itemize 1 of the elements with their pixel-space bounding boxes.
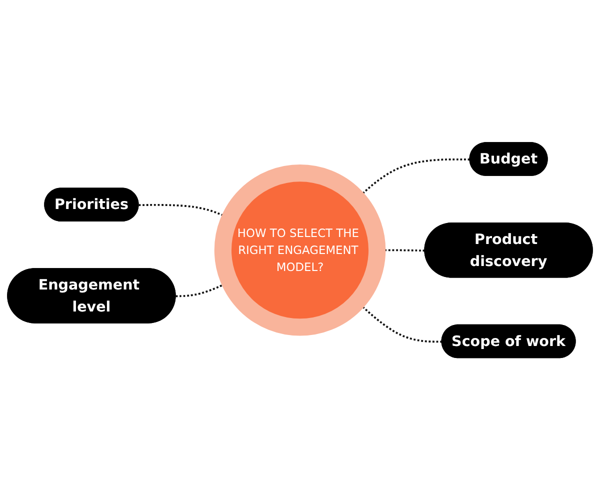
- node-circle: HOW TO SELECT THE RIGHT ENGAGEMENT MODEL?: [214, 164, 386, 336]
